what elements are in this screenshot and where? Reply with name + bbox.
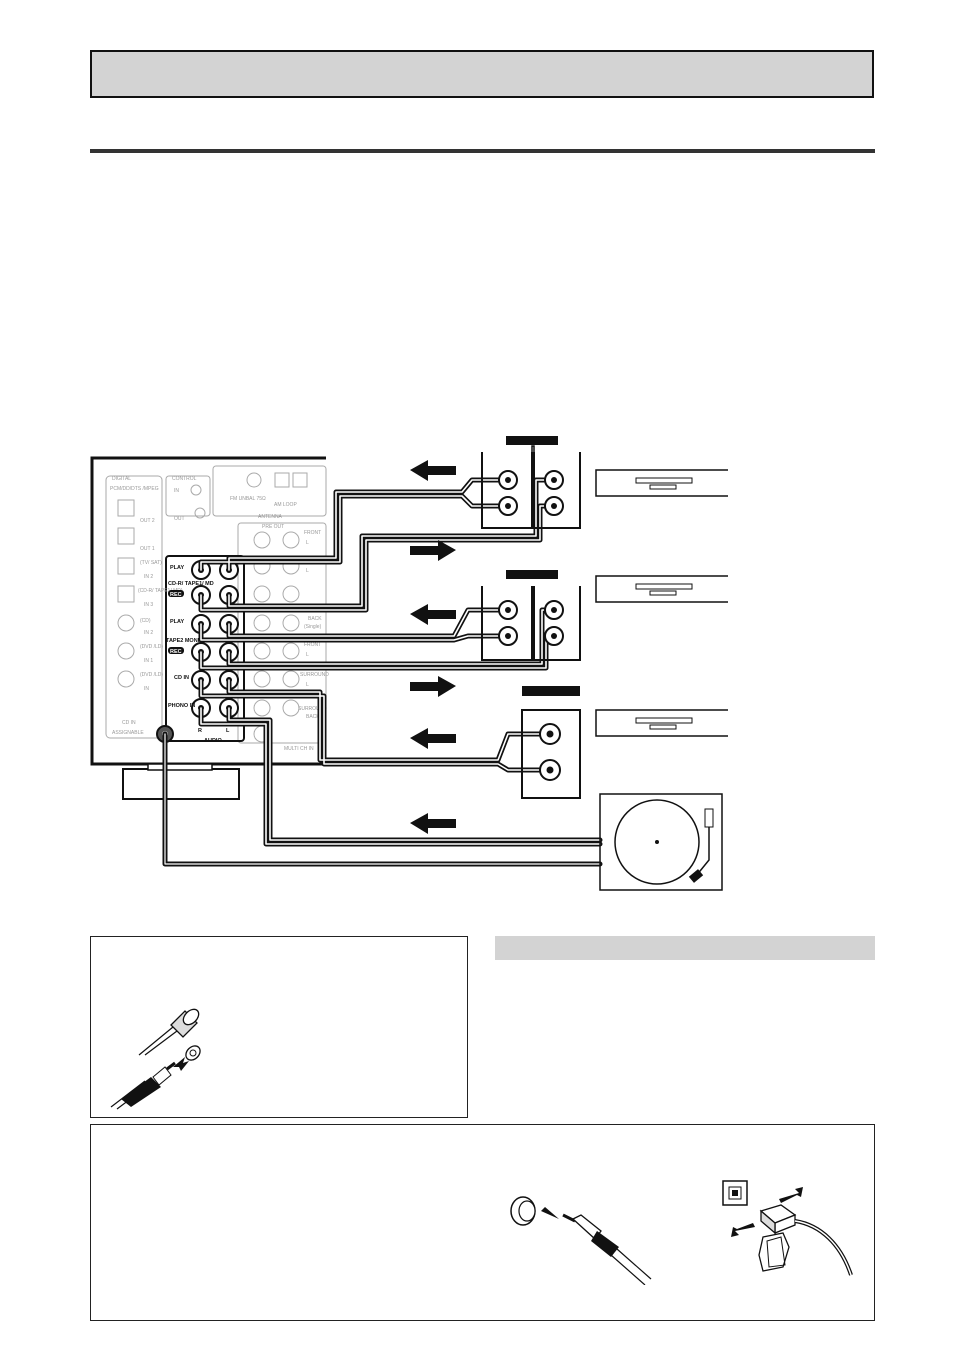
audio-label-tape2: TAPE2 MONITOR <box>166 638 211 644</box>
connection-diagram: DIGITAL PCM/DD/DTS /MPEG OUT 2 OUT 1 (TV… <box>90 436 728 891</box>
audio-label-play2: PLAY <box>170 619 184 625</box>
note-box-left <box>90 936 468 1118</box>
receiver-label: FRONT <box>304 642 321 648</box>
turntable <box>599 793 723 891</box>
component-unit-1 <box>595 469 728 497</box>
section-rule <box>90 149 875 153</box>
arrow-right-icon <box>410 540 456 561</box>
receiver-label: OUT 1 <box>140 546 155 552</box>
receiver-label: (DVD /LD) <box>140 672 163 678</box>
receiver-label: FM UNBAL 75Ω <box>230 496 266 502</box>
receiver-label: IN 1 <box>144 658 153 664</box>
receiver-label: (DVD /LD) <box>140 644 163 650</box>
receiver-label: PCM/DD/DTS /MPEG <box>110 486 159 492</box>
audio-label-l: L <box>226 728 230 734</box>
receiver-label: PRE OUT <box>262 524 284 530</box>
audio-label-cdr: CD-R/ TAPE1/ MD <box>168 581 214 587</box>
receiver-label: IN 2 <box>144 630 153 636</box>
component-unit-3 <box>595 709 728 737</box>
receiver-rear-panel: DIGITAL PCM/DD/DTS /MPEG OUT 2 OUT 1 (TV… <box>90 456 329 800</box>
audio-label-multich: MULTI CH IN <box>284 746 314 752</box>
receiver-label: (CD) <box>140 618 151 624</box>
receiver-label: IN 3 <box>144 602 153 608</box>
receiver-label: L <box>306 540 309 546</box>
arrow-left-icon <box>410 460 456 481</box>
receiver-label: OUT 2 <box>140 518 155 524</box>
audio-label-r: R <box>198 728 202 734</box>
receiver-label: IN <box>174 488 179 494</box>
receiver-label: CONTROL <box>172 476 197 482</box>
arrow-left-icon <box>410 728 456 749</box>
receiver-label: L <box>306 568 309 574</box>
note-box-bottom <box>90 1124 875 1321</box>
section-subheader-band <box>495 936 875 960</box>
receiver-label: L <box>306 682 309 688</box>
device3-jack-panel <box>521 686 581 799</box>
receiver-label: BACK <box>306 714 320 720</box>
audio-label-rec2: REC <box>170 649 182 655</box>
receiver-label: FRONT <box>304 530 321 536</box>
audio-label-cd: CD IN <box>174 675 189 681</box>
signal-arrows <box>410 460 456 834</box>
receiver-label: BACK <box>308 616 322 622</box>
arrow-left-icon <box>410 813 456 834</box>
receiver-label: (CD-R/ TAPE1/ MD) <box>138 588 183 594</box>
component-unit-2 <box>595 575 728 603</box>
audio-label-play1: PLAY <box>170 565 184 571</box>
rca-plug-illustration <box>110 1008 201 1110</box>
receiver-label: OUT <box>174 516 185 522</box>
receiver-label: (TV/ SAT) <box>140 560 162 566</box>
receiver-label: (Single) <box>304 624 322 630</box>
receiver-label: ASSIGNABLE <box>112 730 144 736</box>
receiver-label: SURROUND <box>298 706 327 712</box>
receiver-label: L <box>306 652 309 658</box>
receiver-label: SURROUND <box>300 672 329 678</box>
receiver-label: IN <box>144 686 149 692</box>
arrow-right-icon <box>410 676 456 697</box>
device1-jack-panel <box>481 436 581 529</box>
receiver-label: CD IN <box>122 720 136 726</box>
section-header-bar <box>90 50 874 98</box>
audio-label-phono: PHONO IN <box>168 703 195 709</box>
receiver-label: IN 2 <box>144 574 153 580</box>
receiver-label: AM LOOP <box>274 502 297 508</box>
device2-jack-panel <box>481 570 581 661</box>
receiver-label: ANTENNA <box>258 514 283 520</box>
coaxial-cable-illustration <box>510 1196 652 1285</box>
receiver-label-digital: DIGITAL <box>112 476 131 482</box>
audio-label-rec1: REC <box>170 592 182 598</box>
arrow-left-icon <box>410 604 456 625</box>
optical-cable-illustration <box>722 1180 853 1276</box>
audio-label-audio: AUDIO <box>204 738 222 744</box>
